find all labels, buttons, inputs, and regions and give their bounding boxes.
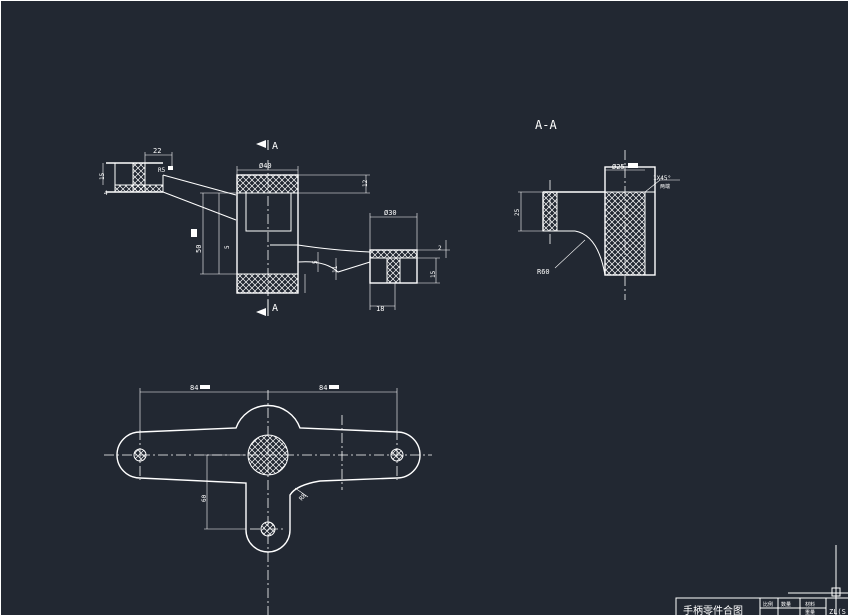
dim-d40: Ø40	[259, 162, 272, 170]
dim-d25: Ø25	[612, 163, 625, 171]
dim-12: 12	[362, 179, 369, 187]
tolerance-mark-84r	[329, 385, 339, 389]
ucs-marker	[831, 587, 841, 597]
dim-5-left: 5	[224, 245, 231, 249]
dim-25-height: 25	[514, 208, 521, 216]
main-hub-top-hatch	[236, 174, 299, 194]
title-block-cell-3: 材料	[805, 601, 815, 608]
title-block-drawing-no: ZL(S	[829, 608, 846, 616]
section-a-a-view: A-A Ø25 1X45° 两端 25 R60	[514, 118, 680, 300]
section-view-title: A-A	[535, 118, 557, 132]
dim-d30: Ø30	[384, 209, 397, 217]
dim-18: 18	[376, 305, 384, 313]
main-hub-bottom-hatch	[236, 273, 299, 294]
right-hole	[390, 448, 404, 462]
tolerance-mark-aa	[628, 163, 638, 168]
right-boss-top-hatch	[369, 249, 418, 259]
dim-60: 60	[201, 494, 208, 502]
tolerance-mark-84l	[200, 385, 210, 389]
dim-50: 50	[195, 245, 203, 253]
title-block-name: 手柄零件合图	[683, 604, 743, 616]
section-label-top: A	[272, 141, 278, 152]
dim-r5: R5	[158, 167, 166, 174]
tag-mark	[168, 166, 173, 170]
section-label-bottom: A	[272, 303, 278, 314]
front-view: 22 R5 15 4 Ø40 12 50 5	[99, 140, 450, 316]
dim-84-right: 84	[319, 384, 327, 392]
dim-15-right: 15	[430, 270, 437, 278]
left-boss-hatch-bottom	[114, 184, 164, 193]
dim-22: 22	[153, 147, 161, 155]
dim-84-left: 84	[190, 384, 198, 392]
handle-outline	[116, 404, 421, 553]
dim-15-left: 15	[99, 172, 106, 180]
dim-11: 11	[332, 265, 339, 273]
left-hole	[133, 448, 147, 462]
dim-4: 4	[104, 190, 108, 197]
tolerance-mark-left	[191, 229, 197, 237]
chamfer-subnote: 两端	[660, 183, 670, 190]
top-view: 84 84 60 R8	[104, 384, 432, 616]
dim-2: 2	[438, 245, 442, 252]
title-block-cell-1: 比例	[763, 601, 773, 608]
hub-circle-hatch	[247, 434, 289, 476]
chamfer-note: 1X45°	[653, 175, 671, 182]
title-block: 手柄零件合图 比例 数量 材料 重量 ZL(S	[675, 545, 849, 616]
title-block-cell-2: 数量	[781, 601, 791, 608]
dim-r60: R60	[537, 268, 550, 276]
right-boss-side-hatch	[386, 257, 401, 284]
title-block-cell-4: 重量	[805, 609, 815, 616]
dim-5-mid: 5	[312, 260, 319, 264]
dim-r8: R8	[298, 492, 308, 502]
